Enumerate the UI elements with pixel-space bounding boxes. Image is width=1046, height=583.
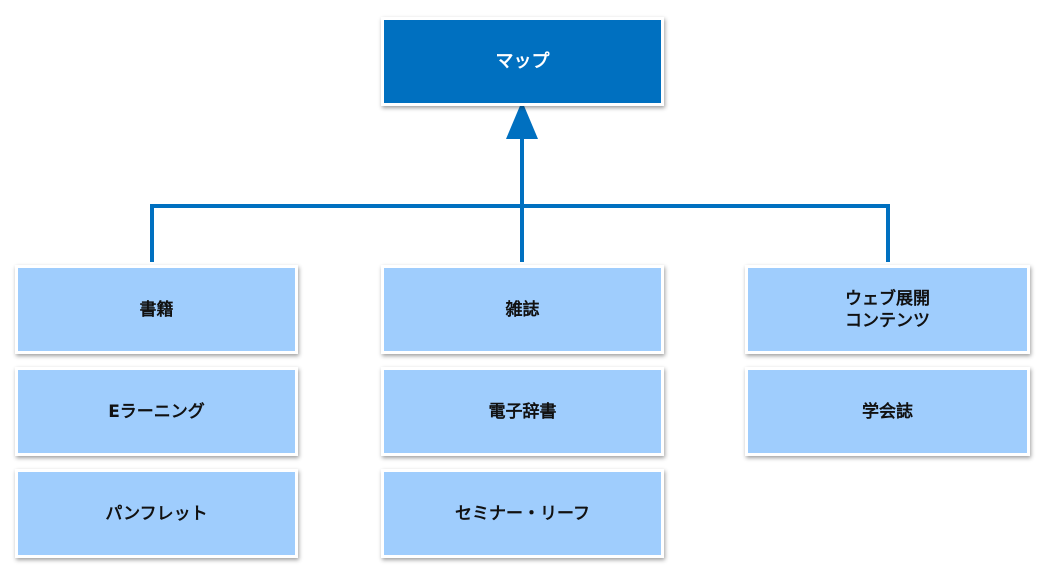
arrowhead-up-icon — [506, 101, 538, 139]
root-node-label: マップ — [495, 50, 550, 72]
node-electronic-dictionary: 電子辞書 — [381, 367, 664, 456]
node-elearning: Eラーニング — [15, 367, 298, 456]
node-web-contents: ウェブ展開 コンテンツ — [745, 265, 1030, 354]
node-label: ウェブ展開 コンテンツ — [845, 288, 930, 331]
node-academic-journal: 学会誌 — [745, 367, 1030, 456]
root-node-map: マップ — [381, 17, 664, 106]
node-label: セミナー・リーフ — [455, 503, 590, 524]
node-label: Eラーニング — [108, 401, 205, 422]
node-pamphlet: パンフレット — [15, 469, 298, 558]
node-seminar-leaflet: セミナー・リーフ — [381, 469, 664, 558]
node-magazine: 雑誌 — [381, 265, 664, 354]
node-label: パンフレット — [105, 503, 208, 524]
node-label: 学会誌 — [862, 401, 913, 422]
node-label: 書籍 — [139, 299, 174, 320]
node-label: 電子辞書 — [488, 401, 557, 422]
node-books: 書籍 — [15, 265, 298, 354]
node-label: 雑誌 — [505, 299, 540, 320]
